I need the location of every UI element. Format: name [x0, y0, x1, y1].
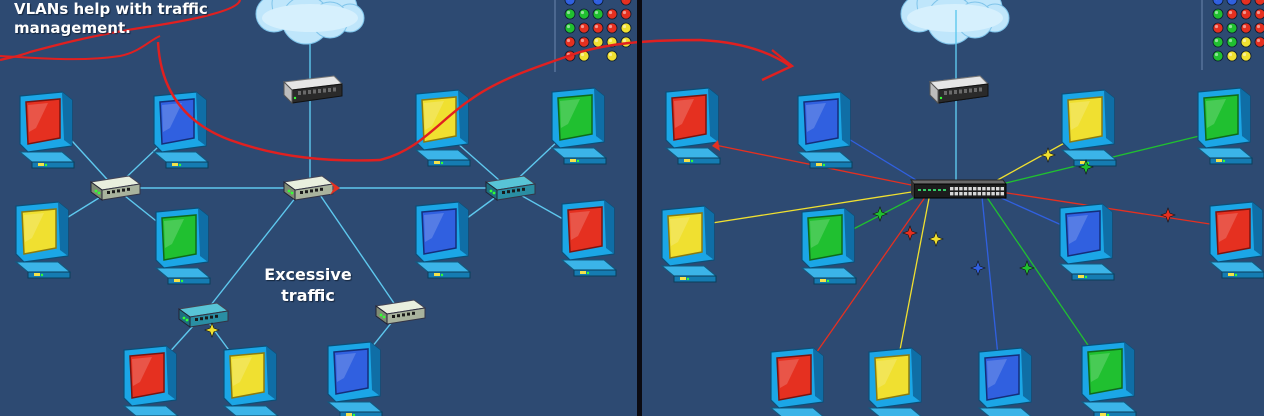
switch-icon [177, 302, 230, 328]
computer-icon [152, 91, 210, 169]
vlan-link [980, 188, 1106, 371]
panel-divider [637, 0, 642, 416]
computer-icon [800, 207, 858, 285]
computer-icon [222, 345, 279, 416]
network-link [202, 191, 301, 316]
computer-icon [1196, 87, 1254, 165]
packet-star-icon [1019, 260, 1035, 276]
computer-icon [1058, 203, 1116, 281]
cloud-icon [900, 0, 1010, 45]
computer-icon [867, 347, 922, 416]
computer-icon [796, 91, 854, 169]
cloud-icon [255, 0, 365, 45]
annotation-pen-stroke [0, 35, 161, 61]
vlan-link [679, 188, 931, 229]
computer-icon [1060, 89, 1118, 167]
switch-icon [484, 175, 537, 201]
packet-star-icon [1160, 207, 1176, 223]
led-panel-icon [1212, 0, 1264, 62]
computer-icon [977, 347, 1032, 416]
hub-icon [374, 299, 427, 325]
computer-icon [122, 345, 179, 416]
switch-icon [910, 179, 1007, 199]
packet-star-icon [902, 225, 918, 241]
vlan-link [981, 188, 1237, 229]
computer-icon [560, 199, 618, 277]
computer-icon [414, 89, 472, 167]
computer-icon [660, 205, 718, 283]
packet-star-icon [1040, 147, 1056, 163]
led-panel-icon [564, 0, 632, 62]
packet-star-icon [204, 322, 220, 338]
vlan-link [980, 188, 1001, 377]
computer-icon [326, 341, 384, 416]
computer-icon [550, 87, 608, 165]
packet-arrow-icon [330, 181, 340, 195]
annotation-pen-stroke [156, 38, 791, 162]
computer-icon [414, 201, 472, 279]
computer-icon [14, 201, 72, 279]
packet-star-icon [970, 260, 986, 276]
packet-star-icon [1078, 159, 1094, 175]
vlan-link [799, 188, 932, 377]
computer-icon [664, 87, 722, 165]
computer-icon [769, 347, 824, 416]
computer-icon [1208, 201, 1264, 279]
network-link [317, 191, 401, 313]
computer-icon [154, 207, 212, 285]
hub-icon [282, 175, 335, 201]
vlan-link [894, 188, 932, 377]
packet-star-icon [928, 231, 944, 247]
annotation-pen-stroke [0, 0, 242, 62]
packet-star-icon [872, 206, 888, 222]
computer-icon [18, 91, 76, 169]
router-icon [928, 75, 990, 105]
packet-arrow-icon [712, 140, 720, 151]
computer-icon [1080, 341, 1138, 416]
hub-icon [89, 175, 142, 201]
excessive-traffic-label: Excessive traffic [264, 265, 352, 305]
annotation-arrowhead [761, 49, 795, 82]
annotation-title: VLANs help with traffic management. [14, 0, 208, 37]
router-icon [282, 75, 344, 105]
